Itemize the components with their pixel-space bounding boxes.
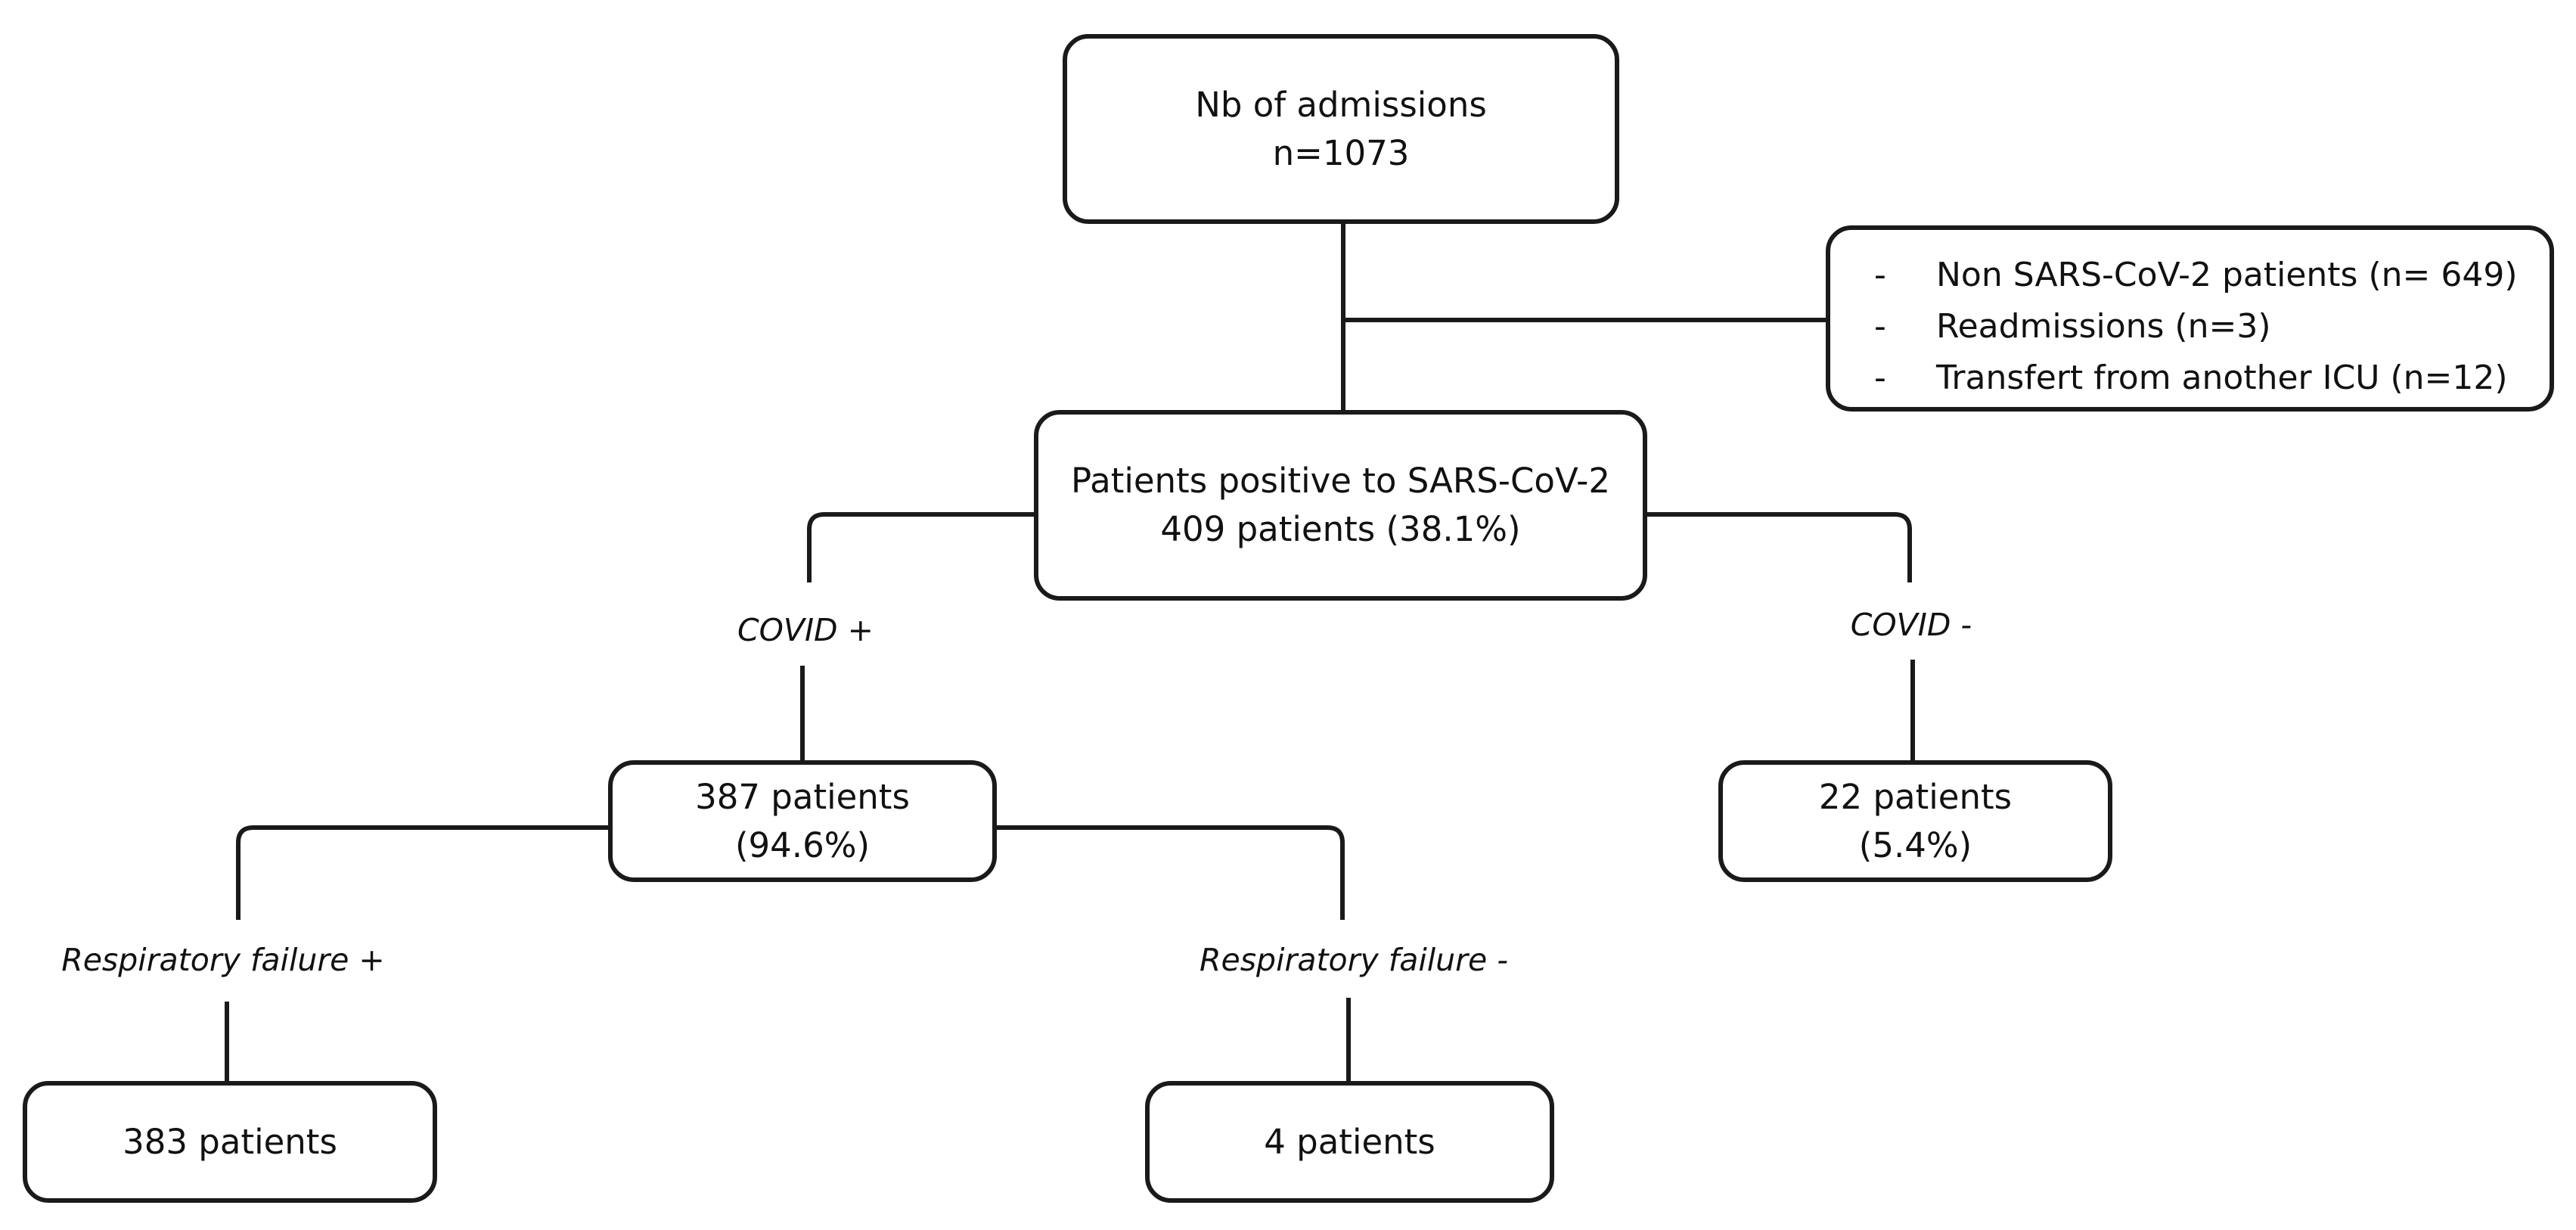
exclusion-item-transfer: - Transfert from another ICU (n=12) [1874,353,2550,404]
positive-count: 409 patients (38.1%) [1160,509,1521,549]
connector-covid-neg-upper [1647,512,1912,582]
exclusion-text: Non SARS-CoV-2 patients (n= 649) [1936,256,2518,294]
admissions-count: n=1073 [1272,132,1410,173]
exclusion-text: Readmissions (n=3) [1936,307,2271,346]
connector-covid-pos-upper [807,512,1034,582]
resp-negative-count: 4 patients [1264,1121,1435,1162]
connector-resp-pos-upper [236,825,608,920]
covid-negative-box: 22 patients (5.4%) [1718,760,2112,882]
exclusion-item-non-sars: - Non SARS-CoV-2 patients (n= 649) [1874,250,2550,301]
label-resp-failure-negative: Respiratory failure - [1199,942,1509,978]
label-resp-failure-positive: Respiratory failure + [61,942,385,978]
covid-positive-pct: (94.6%) [734,825,871,865]
label-covid-negative: COVID - [1850,607,1972,643]
covid-positive-count: 387 patients [695,776,910,817]
positive-title: Patients positive to SARS-CoV-2 [1071,461,1610,501]
positive-box: Patients positive to SARS-CoV-2 409 pati… [1034,410,1647,601]
list-dash: - [1874,307,1886,346]
label-covid-positive: COVID + [737,612,874,648]
list-dash: - [1874,256,1886,294]
admissions-title: Nb of admissions [1195,84,1487,125]
exclusion-text: Transfert from another ICU (n=12) [1936,359,2508,397]
connector-resp-neg-upper [997,825,1345,920]
resp-positive-box: 383 patients [23,1081,437,1203]
list-dash: - [1874,359,1886,397]
exclusion-item-readmissions: - Readmissions (n=3) [1874,301,2550,353]
resp-positive-count: 383 patients [123,1121,337,1162]
covid-negative-count: 22 patients [1818,776,2013,817]
resp-negative-box: 4 patients [1145,1081,1554,1203]
exclusions-box: - Non SARS-CoV-2 patients (n= 649) - Rea… [1826,225,2554,412]
admissions-box: Nb of admissions n=1073 [1063,34,1619,224]
covid-positive-box: 387 patients (94.6%) [608,760,997,882]
covid-negative-pct: (5.4%) [1858,825,1972,865]
